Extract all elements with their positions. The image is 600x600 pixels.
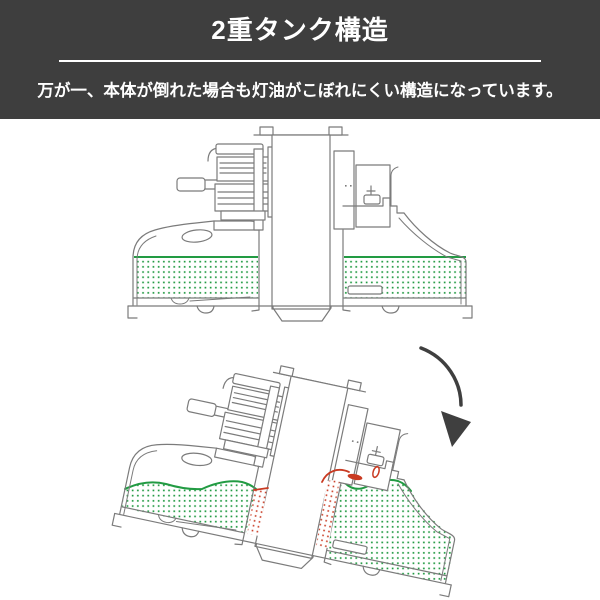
diagram-area	[0, 119, 600, 600]
tilt-arrow-icon	[419, 346, 471, 447]
page-title: 2重タンク構造	[211, 15, 389, 45]
header-banner: 2重タンク構造 万が一、本体が倒れた場合も灯油がこぼれにくい構造になっています。	[0, 0, 600, 119]
tilted-tank-diagram	[110, 337, 490, 600]
trapped-kerosene-tilted	[247, 465, 380, 548]
page-subtitle: 万が一、本体が倒れた場合も灯油がこぼれにくい構造になっています。	[37, 82, 563, 100]
kerosene-fill-tilted	[122, 476, 455, 584]
tank-structure-diagram	[110, 126, 490, 600]
title-divider	[59, 60, 541, 62]
upright-tank-diagram	[127, 126, 473, 322]
kerosene-fill-upright	[134, 256, 466, 298]
